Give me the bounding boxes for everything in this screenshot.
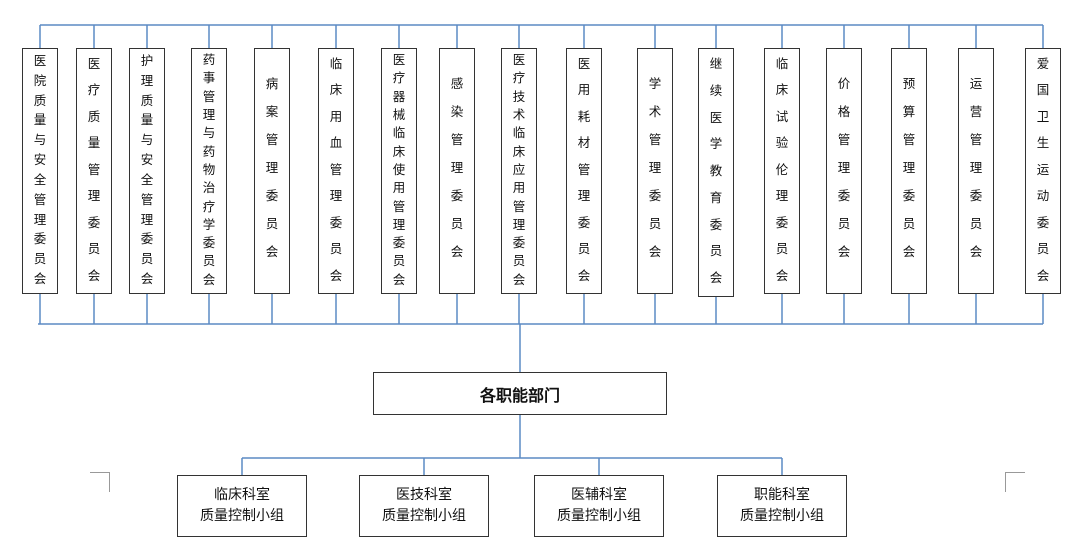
corner-mark-right (1005, 472, 1025, 492)
committee-label: 运营管理委员会 (969, 76, 983, 259)
committee-label: 爱国卫生运动委员会 (1036, 56, 1050, 283)
committee-label: 病案管理委员会 (265, 76, 279, 259)
committee-label: 临床用血管理委员会 (329, 56, 343, 283)
committee-label: 临床试验伦理委员会 (775, 56, 789, 283)
committee-box: 医疗技术临床应用管理委员会 (501, 48, 537, 294)
committee-box: 价格管理委员会 (826, 48, 862, 294)
committee-box: 继续医学教育委员会 (698, 48, 734, 297)
functional-departments-label: 各职能部门 (479, 385, 560, 405)
qc-group-title: 质量控制小组 (740, 508, 824, 524)
committee-label: 预算管理委员会 (902, 76, 916, 259)
qc-group-dept: 医辅科室 (571, 487, 627, 503)
committee-label: 药事管理与药物治疗学委员会 (202, 52, 216, 287)
committee-label: 医疗质量管理委员会 (87, 56, 101, 283)
committee-label: 医疗技术临床应用管理委员会 (512, 52, 526, 287)
committee-label: 价格管理委员会 (837, 76, 851, 259)
qc-group-title: 质量控制小组 (382, 508, 466, 524)
committee-label: 学术管理委员会 (648, 76, 662, 259)
qc-group-title: 质量控制小组 (200, 508, 284, 524)
committee-box: 临床试验伦理委员会 (764, 48, 800, 294)
committee-box: 爱国卫生运动委员会 (1025, 48, 1061, 294)
qc-group-box: 医技科室质量控制小组 (359, 475, 489, 537)
committee-box: 医疗质量管理委员会 (76, 48, 112, 294)
committee-box: 临床用血管理委员会 (318, 48, 354, 294)
qc-group-box: 医辅科室质量控制小组 (534, 475, 664, 537)
qc-group-box: 临床科室质量控制小组 (177, 475, 307, 537)
committee-box: 护理质量与安全管理委员会 (129, 48, 165, 294)
committee-label: 继续医学教育委员会 (709, 56, 723, 286)
committee-label: 护理质量与安全管理委员会 (140, 53, 154, 287)
committee-box: 预算管理委员会 (891, 48, 927, 294)
committee-label: 医院质量与安全管理委员会 (33, 53, 47, 287)
committee-label: 医疗器械临床使用管理委员会 (392, 52, 406, 287)
committee-box: 医用耗材管理委员会 (566, 48, 602, 294)
qc-group-box: 职能科室质量控制小组 (717, 475, 847, 537)
committee-box: 医院质量与安全管理委员会 (22, 48, 58, 294)
committee-box: 药事管理与药物治疗学委员会 (191, 48, 227, 294)
qc-group-dept: 临床科室 (214, 487, 270, 503)
committee-label: 医用耗材管理委员会 (577, 56, 591, 283)
qc-group-dept: 医技科室 (396, 487, 452, 503)
qc-group-dept: 职能科室 (754, 487, 810, 503)
qc-group-title: 质量控制小组 (557, 508, 641, 524)
committee-box: 医疗器械临床使用管理委员会 (381, 48, 417, 294)
committee-box: 运营管理委员会 (958, 48, 994, 294)
committee-label: 感染管理委员会 (450, 76, 464, 259)
committee-box: 学术管理委员会 (637, 48, 673, 294)
corner-mark-left (90, 472, 110, 492)
committee-box: 感染管理委员会 (439, 48, 475, 294)
functional-departments-box: 各职能部门 (373, 372, 667, 415)
committee-box: 病案管理委员会 (254, 48, 290, 294)
